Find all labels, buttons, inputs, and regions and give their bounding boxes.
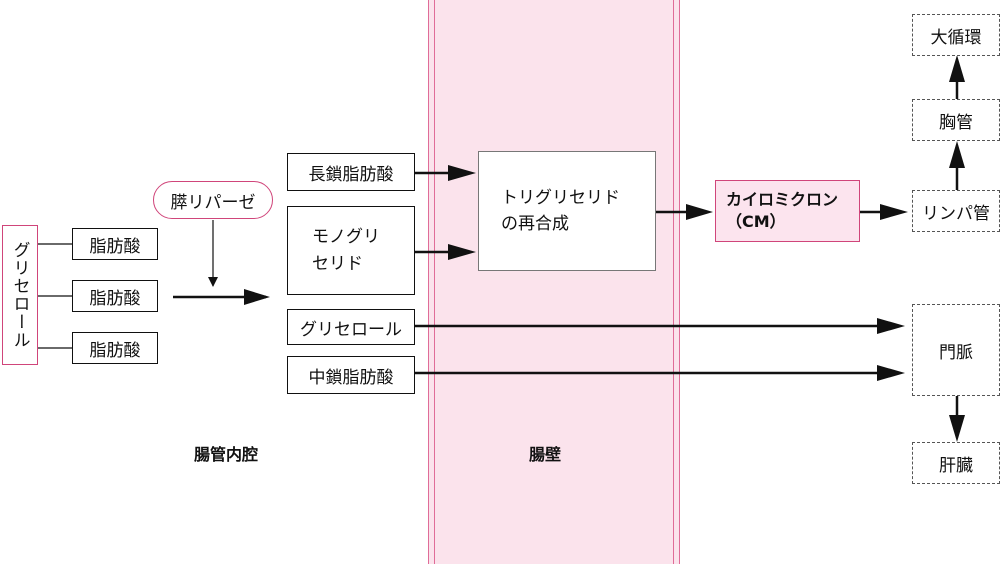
thoracic-duct-box: 胸管 — [912, 99, 1000, 141]
long-chain-fatty-acid-box: 長鎖脂肪酸 — [287, 153, 415, 191]
long-chain-fatty-acid-label: 長鎖脂肪酸 — [308, 164, 394, 185]
fatty-acid-box-3: 脂肪酸 — [72, 332, 158, 364]
medium-chain-fatty-acid-box: 中鎖脂肪酸 — [287, 356, 415, 394]
triglyceride-resynthesis-box: トリグリセリド の再合成 — [478, 151, 656, 271]
wall-inner-line-left — [434, 0, 435, 564]
thoracic-duct-label: 胸管 — [939, 112, 973, 133]
glycerol-box: グリセロール — [287, 309, 415, 345]
fatty-acid-box-2: 脂肪酸 — [72, 280, 158, 312]
resynthesis-label-line1: トリグリセリド — [501, 187, 620, 208]
wall-inner-line-right — [673, 0, 674, 564]
resynthesis-label-line2: の再合成 — [501, 214, 569, 234]
fatty-acid-label-3: 脂肪酸 — [89, 340, 141, 361]
lymph-vessel-box: リンパ管 — [912, 190, 1000, 232]
glycerol-backbone-box: グリセロール — [2, 225, 38, 365]
monoglyceride-label-line2: セリド — [312, 253, 363, 274]
liver-box: 肝臓 — [912, 442, 1000, 484]
portal-vein-label: 門脈 — [939, 342, 973, 363]
monoglyceride-box: モノグリ セリド — [287, 206, 415, 295]
chylomicron-label-line2: （CM） — [726, 212, 786, 231]
pancreatic-lipase-label: 膵リパーゼ — [170, 192, 256, 213]
fatty-acid-label-1: 脂肪酸 — [89, 236, 141, 257]
wall-region-label: 腸壁 — [529, 445, 562, 464]
portal-vein-box: 門脈 — [912, 304, 1000, 396]
fatty-acid-box-1: 脂肪酸 — [72, 228, 158, 260]
glycerol-backbone-label: グリセロール — [9, 241, 30, 349]
systemic-circulation-label: 大循環 — [930, 27, 982, 48]
digestion-arrowhead — [244, 289, 270, 305]
monoglyceride-label-line1: モノグリ — [312, 227, 380, 248]
glycerol-label: グリセロール — [300, 319, 402, 340]
lumen-region-label: 腸管内腔 — [194, 445, 259, 464]
lymph-vessel-label: リンパ管 — [922, 203, 990, 224]
fatty-acid-label-2: 脂肪酸 — [89, 288, 141, 309]
chylomicron-box: カイロミクロン （CM） — [715, 180, 860, 242]
pancreatic-lipase-pill: 膵リパーゼ — [153, 181, 273, 219]
chylomicron-label-line1: カイロミクロン — [726, 190, 839, 210]
systemic-circulation-box: 大循環 — [912, 14, 1000, 56]
liver-label: 肝臓 — [939, 455, 973, 476]
medium-chain-fatty-acid-label: 中鎖脂肪酸 — [308, 367, 394, 388]
intestinal-wall-band — [428, 0, 680, 564]
